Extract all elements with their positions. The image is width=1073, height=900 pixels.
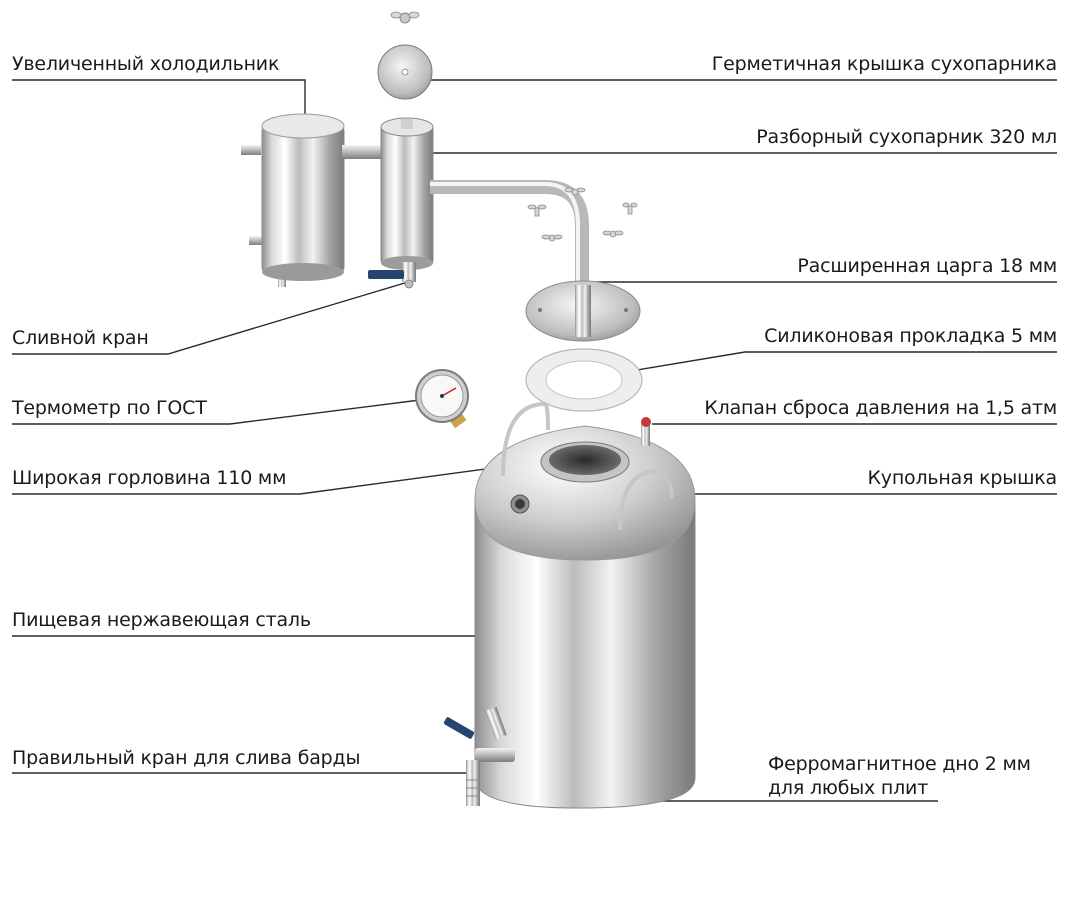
label-valve: Клапан сброса давления на 1,5 атм: [704, 397, 1057, 419]
label-bottom: Ферромагнитное дно 2 мм для любых плит: [768, 752, 1031, 800]
label-steel: Пищевая нержавеющая сталь: [12, 609, 311, 631]
label-column: Расширенная царга 18 мм: [797, 255, 1057, 277]
wing-nuts-small: [527, 187, 638, 242]
label-gasket: Силиконовая прокладка 5 мм: [764, 325, 1057, 347]
label-lid: Герметичная крышка сухопарника: [711, 53, 1057, 75]
label-neck: Широкая горловина 110 мм: [12, 467, 287, 489]
gasket: [525, 348, 643, 412]
label-condenser: Увеличенный холодильник: [12, 53, 280, 75]
leader-drain-tap: [12, 281, 409, 355]
label-bottom-line2: для любых плит: [768, 777, 929, 799]
leader-lines: [12, 79, 1057, 802]
thermometer: [415, 369, 469, 429]
label-bottom-line1: Ферромагнитное дно 2 мм: [768, 753, 1031, 775]
label-dome: Купольная крышка: [867, 467, 1058, 489]
label-drain-tap: Сливной кран: [12, 327, 149, 349]
wing-nut-top: [390, 11, 420, 24]
tank: [443, 401, 696, 809]
leader-condenser: [12, 79, 306, 120]
column-flange: [525, 280, 641, 342]
leader-neck: [12, 461, 538, 495]
dry-steamer: [368, 117, 434, 289]
label-bard-tap: Правильный кран для слива барды: [12, 747, 361, 769]
leader-thermometer: [12, 399, 421, 425]
leader-gasket: [624, 351, 1057, 373]
label-dry-steamer: Разборный сухопарник 320 мл: [756, 126, 1057, 148]
lid-disc: [377, 44, 433, 100]
label-thermometer: Термометр по ГОСТ: [12, 397, 207, 419]
condenser: [241, 113, 384, 287]
